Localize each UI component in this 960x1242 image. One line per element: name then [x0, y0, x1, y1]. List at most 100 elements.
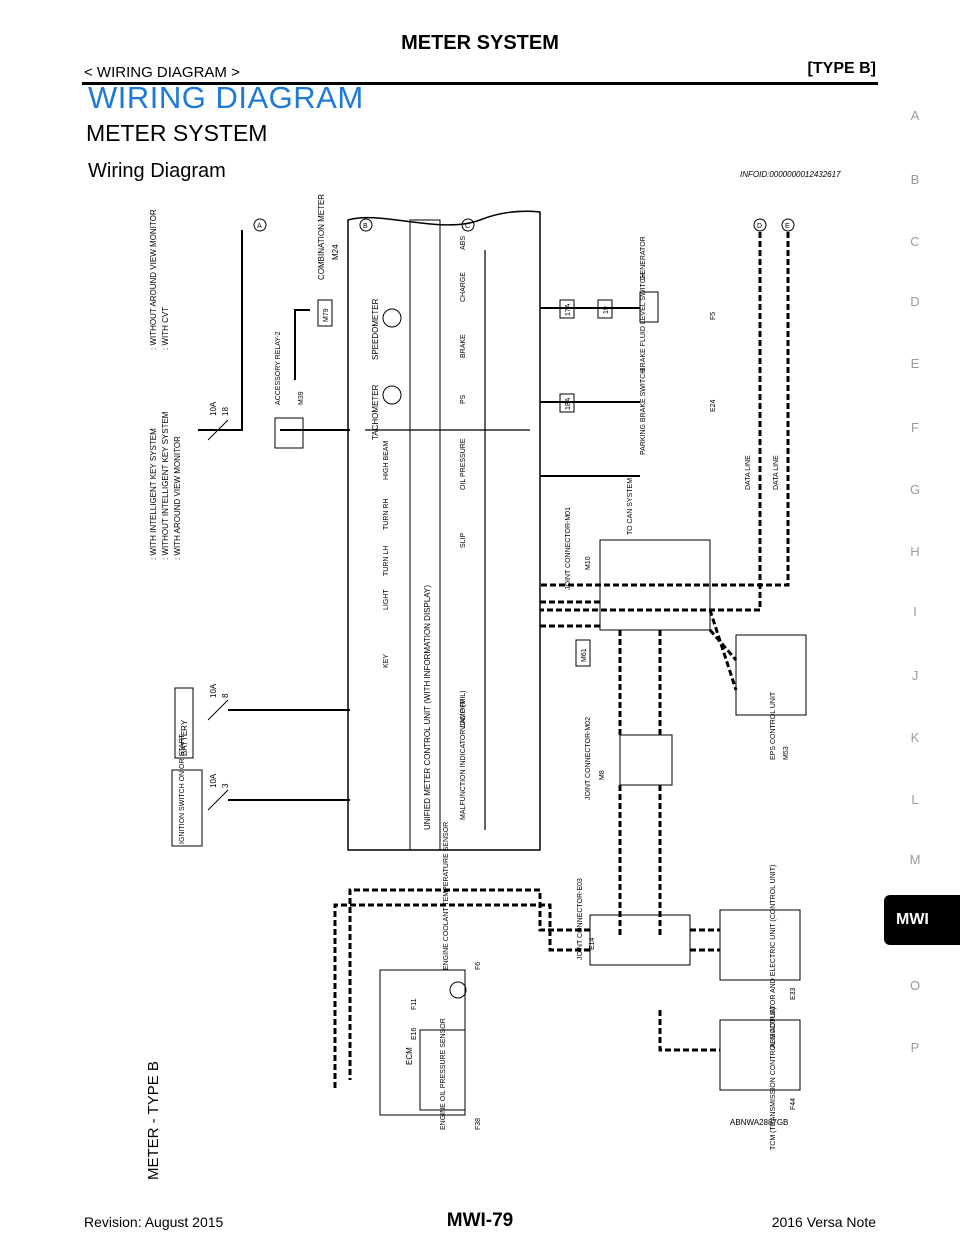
side-index-f[interactable]: F: [911, 420, 919, 435]
joint-connector-m01: [599, 539, 711, 631]
ecm-label: ECM: [405, 1047, 414, 1065]
oil-pressure-sensor-box: [419, 1029, 466, 1111]
side-index-a[interactable]: A: [910, 108, 920, 123]
unified-meter-control-unit: [409, 219, 441, 851]
legend-vd: : WITH AROUND VIEW MONITOR: [173, 436, 182, 560]
inline-17a: [559, 299, 575, 319]
accessory-relay-box: [274, 417, 304, 449]
can-data-lines: [540, 232, 790, 612]
lamp-brake: BRAKE: [460, 334, 467, 358]
side-index-d[interactable]: D: [910, 294, 920, 309]
eps-connector: M53: [783, 746, 790, 760]
section-heading: Wiring Diagram: [88, 160, 226, 182]
data-line-1: DATA LINE: [745, 455, 752, 490]
can-bus-lines: [333, 600, 738, 1090]
side-index-e[interactable]: E: [910, 356, 920, 371]
unified-meter-label: UNIFIED METER CONTROL UNIT (WITH INFORMA…: [423, 585, 432, 830]
section-breadcrumb: < WIRING DIAGRAM >: [84, 64, 240, 81]
ground-e24-tag: E24: [710, 399, 717, 412]
fuse-18-no: 18: [221, 407, 230, 416]
diagram-code: ABNWA2887GB: [730, 1118, 788, 1127]
fuse-3-amp: 10A: [209, 773, 218, 788]
legend-ok: : WITHOUT INTELLIGENT KEY SYSTEM: [161, 411, 170, 560]
lamp-key: KEY: [383, 654, 390, 668]
oil-pressure-sensor-label: ENGINE OIL PRESSURE SENSOR: [440, 1018, 447, 1130]
footer-page-number: MWI-79: [446, 1210, 514, 1231]
lamp-turn-rh: TURN RH: [383, 499, 390, 531]
tachometer-label: TACHOMETER: [371, 384, 380, 440]
battery-box: [174, 687, 194, 759]
side-index-o[interactable]: O: [909, 978, 921, 993]
fuse-8-symbol: [207, 699, 229, 721]
inline-18a-label: 18A: [565, 397, 572, 410]
battery-label: BATTERY: [180, 719, 189, 756]
inline-19-label: 19: [603, 306, 610, 314]
eps-control-unit: [735, 634, 807, 716]
side-index-h[interactable]: H: [910, 544, 920, 559]
lamp-slip: SLIP: [460, 532, 467, 548]
ground-m61-tag: M61: [581, 648, 588, 662]
tcm-label: TCM (TRANSMISSION CONTROL MODULE): [770, 1007, 777, 1150]
abs-actuator-unit: [719, 909, 801, 981]
side-index-m[interactable]: M: [909, 852, 921, 867]
inline-18a: [559, 393, 575, 413]
ecm-connector-f11: F11: [411, 998, 418, 1010]
legend-vk: : WITHOUT AROUND VIEW MONITOR: [149, 209, 158, 350]
side-index-mwi-active[interactable]: MWI: [884, 895, 960, 945]
joint-m02-label: JOINT CONNECTOR-M02: [585, 717, 592, 800]
lamp-abs: ABS: [460, 236, 467, 250]
ecm-unit: [379, 969, 466, 1116]
ground-m79-tag: M79: [323, 308, 330, 322]
abs-actuator-connector: E33: [790, 987, 797, 1000]
info-id: INFOID:0000000012432617: [740, 170, 841, 179]
side-index-l[interactable]: L: [911, 792, 919, 807]
joint-m01-connector: M10: [585, 556, 592, 570]
side-index-c[interactable]: C: [910, 234, 920, 249]
main-heading: WIRING DIAGRAM: [88, 80, 364, 115]
power-wires: [198, 230, 350, 801]
reference-markers: A B C D E: [253, 218, 795, 232]
side-index-b[interactable]: B: [910, 172, 920, 187]
side-index-k[interactable]: K: [910, 730, 920, 745]
legend-vt: : WITH CVT: [161, 307, 170, 350]
side-index-i[interactable]: I: [913, 604, 917, 619]
ignition-label: IGNITION SWITCH ON OR START: [179, 733, 186, 844]
lamp-charge: CHARGE: [460, 272, 467, 302]
joint-e03-connector: E14: [589, 937, 596, 950]
side-index-g[interactable]: G: [909, 482, 921, 497]
diagram-side-title: METER - TYPE B: [145, 1061, 162, 1180]
oil-pressure-sensor-connector: F38: [475, 1118, 482, 1130]
ecm-connector-e16: E16: [411, 1027, 418, 1040]
page-header-title: METER SYSTEM: [401, 32, 559, 54]
tcm-connector: F44: [790, 1098, 797, 1110]
fuse-8-amp: 10A: [209, 683, 218, 698]
lamp-high-beam: HIGH BEAM: [383, 441, 390, 480]
joint-connector-m02: [619, 734, 673, 786]
lamp-light: LIGHT: [383, 589, 390, 610]
side-index-p[interactable]: P: [910, 1040, 920, 1055]
lamp-mil: MALFUNCTION INDICATOR LAMP (MIL): [460, 690, 467, 820]
lamp-vdc-off: VDC OFF: [460, 699, 467, 730]
type-label: [TYPE B]: [807, 60, 876, 77]
generator-label: GENERATOR: [640, 236, 647, 280]
speedometer-gauge: [382, 308, 402, 328]
wiring-diagram: METER - TYPE B : WITH INTELLIGENT KEY SY…: [145, 194, 807, 1180]
ref-e: E: [785, 223, 790, 230]
side-index-j[interactable]: J: [911, 668, 919, 683]
fuse-3-no: 3: [221, 783, 230, 788]
combination-meter-outline: [347, 210, 541, 851]
inline-19: [597, 299, 613, 319]
legend-ik: : WITH INTELLIGENT KEY SYSTEM: [149, 428, 158, 560]
footer-revision: Revision: August 2015: [84, 1214, 224, 1230]
joint-m01-label: JOINT CONNECTOR-M01: [565, 507, 572, 590]
sub-heading: METER SYSTEM: [86, 120, 268, 146]
eps-label: EPS CONTROL UNIT: [770, 691, 777, 760]
ref-d: D: [757, 223, 762, 230]
to-can-system: TO CAN SYSTEM: [627, 478, 634, 535]
coolant-sensor-label: ENGINE COOLANT TEMPERATURE SENSOR: [443, 822, 450, 970]
speedometer-label: SPEEDOMETER: [371, 298, 380, 360]
header-rule: [82, 82, 878, 85]
parking-brake-label: PARKING BRAKE SWITCH: [640, 369, 647, 455]
ignition-box: [171, 769, 203, 847]
tachometer-gauge: [382, 385, 402, 405]
